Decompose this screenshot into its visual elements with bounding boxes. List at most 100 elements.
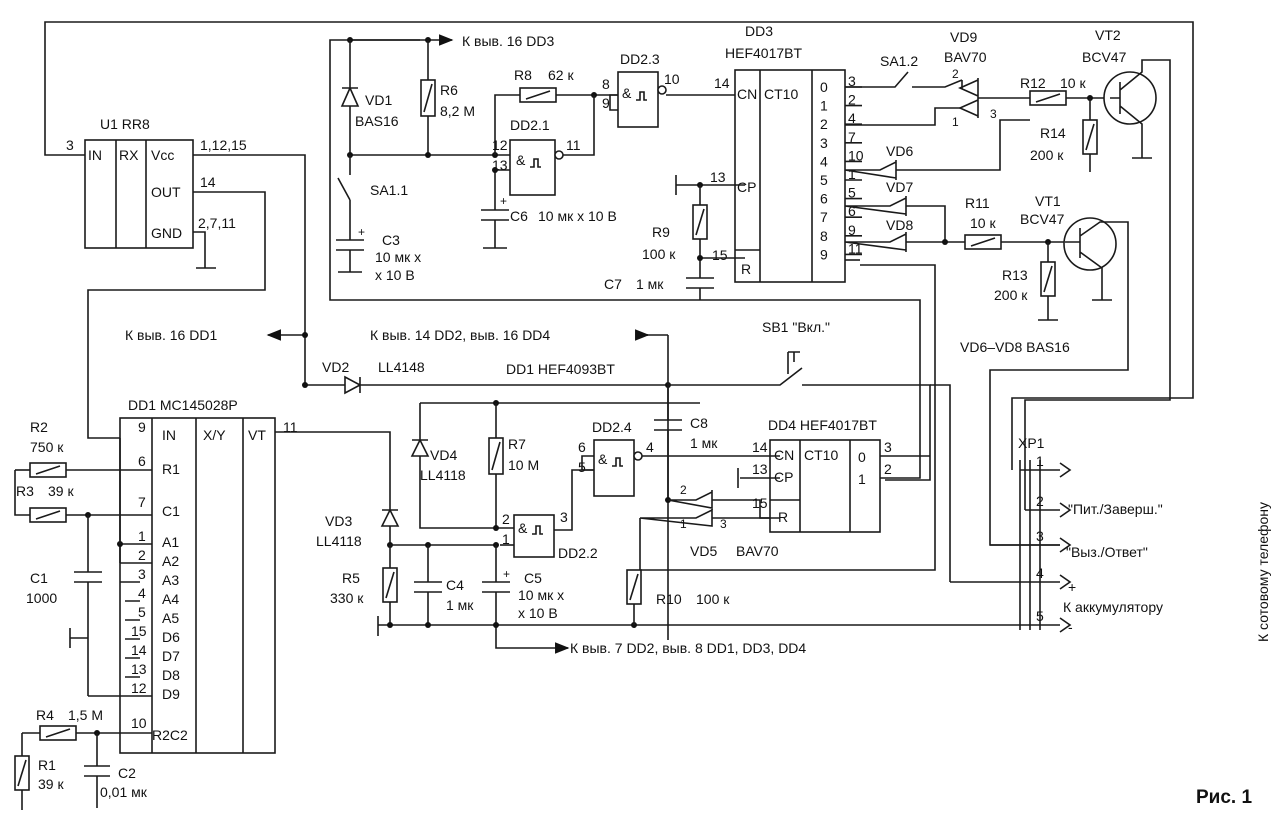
xp1-vyz: "Выз./Ответ" [1066,544,1148,560]
dd1-pin-a5: A5 [162,610,179,626]
u1-receiver: U1 RR8 IN RX Vcc OUT GND 3 1,12,15 14 2,… [66,116,247,249]
c5-val2: х 10 В [518,605,558,621]
vd3-part: LL4118 [316,533,362,549]
note-to-dd1: К выв. 16 DD1 [125,327,217,343]
r10-val: 100 к [696,591,730,607]
svg-text:1: 1 [952,115,959,129]
note-to-dd3: К выв. 16 DD3 [462,33,554,49]
vd7-label: VD7 [886,179,913,195]
svg-text:&: & [622,85,632,101]
u1-pinno-3: 3 [66,137,74,153]
r12-val: 10 к [1060,75,1086,91]
vt1-ref: VT1 [1035,193,1061,209]
r11-ref: R11 [965,195,990,211]
svg-text:&: & [518,520,528,536]
dd4-label: DD4 HEF4017BT [768,417,877,433]
c1-ref: C1 [30,570,48,586]
r10-ref: R10 [656,591,682,607]
dd3-out-6: 6 [820,191,828,207]
dd1-pinno-1: 1 [138,528,146,544]
u1-pin-rx: RX [119,147,139,163]
c1-val: 1000 [26,590,57,606]
vd9-part: BAV70 [944,49,987,65]
dd3-out-7: 7 [820,209,828,225]
r11-val: 10 к [970,215,996,231]
dd1-pin-a2: A2 [162,553,179,569]
dd1-pin-a3: A3 [162,572,179,588]
r8-val: 62 к [548,67,574,83]
dd3-outpin-2: 2 [848,92,856,108]
svg-text:2: 2 [680,483,687,497]
u1-pin-gnd: GND [151,225,182,241]
c5-val1: 10 мк х [518,587,564,603]
dd3-outpin-10: 10 [848,147,864,163]
svg-text:3: 3 [1036,528,1044,544]
svg-text:12: 12 [492,137,508,153]
r13-val: 200 к [994,287,1028,303]
svg-text:4: 4 [646,439,654,455]
svg-text:15: 15 [752,495,768,511]
svg-text:6: 6 [578,439,586,455]
dd1-pin-d7: D7 [162,648,180,664]
u1-pinno-vcc: 1,12,15 [200,137,247,153]
sb1-label: SB1 "Вкл." [762,319,830,335]
r3-val: 39 к [48,483,74,499]
dd1-pinno-11: 11 [283,419,298,435]
r5-ref: R5 [342,570,360,586]
dd3-out-0: 0 [820,79,828,95]
vd6-label: VD6 [886,143,913,159]
c2-ref: C2 [118,765,136,781]
dd3-label-2: HEF4017BT [725,45,802,61]
dd2-4-label: DD2.4 [592,419,632,435]
c8-ref: C8 [690,415,708,431]
c3-val2: х 10 В [375,267,415,283]
dd3-outpin-3: 3 [848,73,856,89]
svg-text:+: + [358,225,365,239]
svg-text:R: R [741,261,751,277]
dd3-out-5: 5 [820,172,828,188]
c4-ref: C4 [446,577,464,593]
svg-text:8: 8 [602,76,610,92]
u1-pin-vcc: Vcc [151,147,174,163]
vd4-ref: VD4 [430,447,457,463]
phone-label: К сотовому телефону [1255,502,1271,642]
r9-ref: R9 [652,224,670,240]
dd1-pinno-4: 4 [138,585,146,601]
vd5-part: BAV70 [736,543,779,559]
c8-val: 1 мк [690,435,718,451]
dd1-pinno-13: 13 [131,661,147,677]
r9-val: 100 к [642,246,676,262]
svg-text:15: 15 [712,247,728,263]
vd6-vd8-note: VD6–VD8 BAS16 [960,339,1070,355]
vd9-ref: VD9 [950,29,977,45]
r2-val: 750 к [30,439,64,455]
r2-ref: R2 [30,419,48,435]
xp1-akk: К аккумулятору [1063,599,1163,615]
dd2-1-label: DD2.1 [510,117,550,133]
dd3-out-3: 3 [820,135,828,151]
dd1-pin-d8: D8 [162,667,180,683]
dd3-out-1: 1 [820,98,828,114]
vd1-ref: VD1 [365,92,392,108]
dd1-pinno-7: 7 [138,494,146,510]
r4-ref: R4 [36,707,54,723]
xp1-pit: "Пит./Заверш." [1068,501,1163,517]
svg-text:2: 2 [884,461,892,477]
note-to-dd2-dd4: К выв. 14 DD2, выв. 16 DD4 [370,327,550,343]
u1-pinno-out: 14 [200,174,216,190]
vt1-part: BCV47 [1020,211,1065,227]
c3-ref: C3 [382,232,400,248]
u1-pinno-gnd: 2,7,11 [198,215,236,231]
r7-val: 10 М [508,457,539,473]
vt2-part: BCV47 [1082,49,1127,65]
dd2-1-gate: & DD2.1 12 13 11 [492,117,581,196]
r14-ref: R14 [1040,125,1066,141]
dd1-pinno-15: 15 [131,623,147,639]
c4-val: 1 мк [446,597,474,613]
note-to-gnd: К выв. 7 DD2, выв. 8 DD1, DD3, DD4 [570,640,806,656]
c7-val: 1 мк [636,276,664,292]
svg-text:&: & [598,451,608,467]
figure-caption: Рис. 1 [1196,787,1252,808]
c7-ref: C7 [604,276,622,292]
